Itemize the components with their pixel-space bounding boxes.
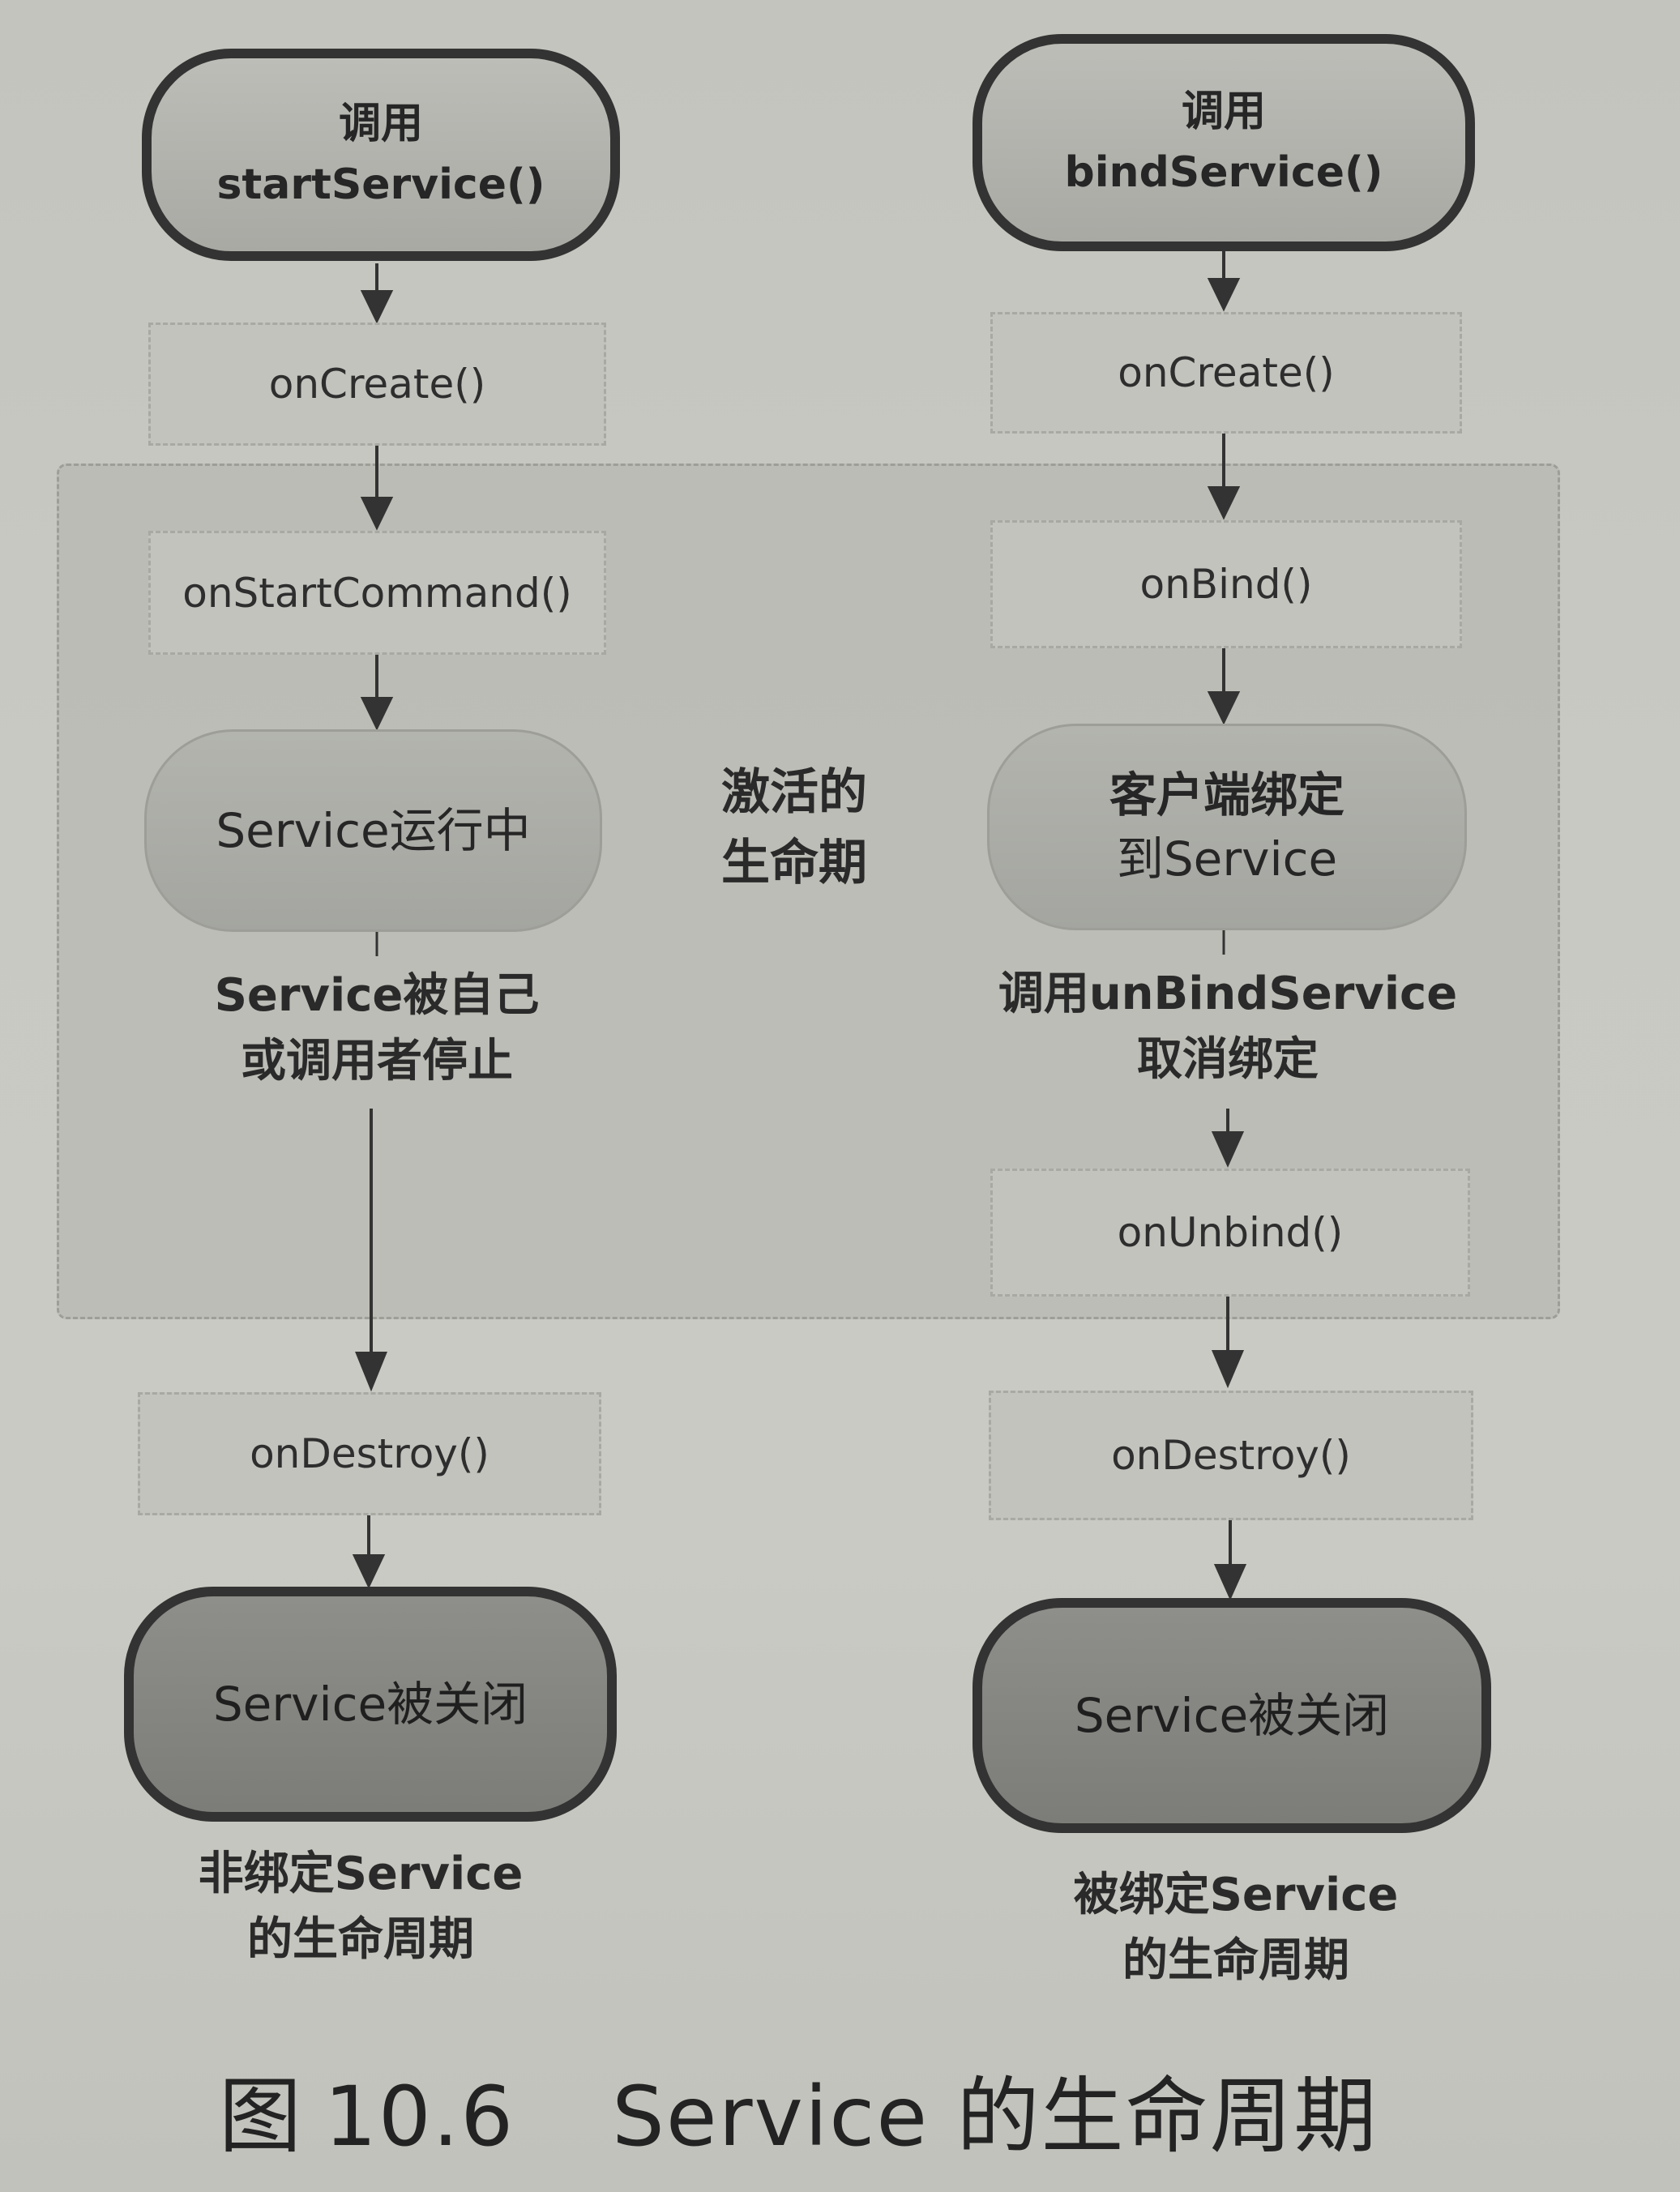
oncreate-left-box: onCreate() [148, 323, 606, 446]
service-running-node: Service运行中 [144, 729, 602, 932]
oncreate-right-box: onCreate() [990, 312, 1462, 434]
call-startservice-node: 调用 startService() [142, 49, 620, 261]
call-startservice-line1: 调用 [338, 99, 423, 148]
onstartcommand-label: onStartCommand() [182, 569, 572, 617]
arrowhead [352, 1554, 386, 1589]
ondestroy-right-label: onDestroy() [1111, 1432, 1351, 1479]
caption-prefix: 图 [219, 2069, 303, 2165]
service-closed-right-label: Service被关闭 [1074, 1687, 1390, 1743]
onunbind-box: onUnbind() [990, 1169, 1470, 1297]
client-bound-line1: 客户端绑定 [1109, 767, 1344, 823]
stopped-note: Service被自己 或调用者停止 [130, 963, 624, 1094]
service-closed-left-label: Service被关闭 [212, 1676, 528, 1732]
active-lifetime-line2: 生命期 [721, 835, 867, 891]
onunbind-label: onUnbind() [1117, 1209, 1344, 1256]
unbind-note: 调用unBindService 取消绑定 [956, 961, 1499, 1092]
service-closed-right-node: Service被关闭 [973, 1598, 1491, 1833]
unbind-note-line1: 调用unBindService [998, 968, 1458, 1020]
service-running-label: Service运行中 [216, 802, 531, 858]
arrowhead [1207, 691, 1241, 725]
unbind-note-line2: 取消绑定 [1137, 1033, 1319, 1087]
call-bindservice-line1: 调用 [1181, 87, 1266, 136]
arrowhead [1211, 1350, 1245, 1389]
onbind-box: onBind() [990, 520, 1462, 648]
call-bindservice-line2: bindService() [1064, 148, 1383, 197]
arrowhead [1213, 1564, 1247, 1600]
arrowhead [360, 697, 394, 731]
arrowhead [1207, 278, 1241, 312]
caption-title: Service 的生命周期 [612, 2069, 1379, 2165]
unbound-lifecycle-label: 非绑定Service 的生命周期 [122, 1841, 600, 1972]
active-lifetime-line1: 激活的 [721, 764, 867, 821]
arrowhead [1211, 1131, 1245, 1168]
bound-lifecycle-label: 被绑定Service 的生命周期 [985, 1862, 1487, 1993]
client-bound-node: 客户端绑定 到Service [987, 724, 1467, 930]
call-bindservice-node: 调用 bindService() [973, 34, 1475, 251]
arrowhead [355, 1352, 387, 1392]
stopped-note-line1: Service被自己 [214, 969, 540, 1022]
ondestroy-right-box: onDestroy() [989, 1391, 1473, 1520]
client-bound-line2: 到Service [1116, 831, 1338, 887]
arrowhead [1207, 486, 1241, 520]
bound-lifecycle-line2: 的生命周期 [1122, 1934, 1349, 1988]
unbound-lifecycle-line1: 非绑定Service [198, 1848, 524, 1900]
unbound-lifecycle-line2: 的生命周期 [247, 1913, 474, 1967]
call-startservice-line2: startService() [216, 160, 545, 209]
caption-number: 10.6 [324, 2069, 515, 2165]
oncreate-left-label: onCreate() [268, 361, 486, 408]
arrowhead [360, 290, 394, 324]
arrowhead [360, 497, 394, 531]
ondestroy-left-label: onDestroy() [250, 1430, 489, 1477]
onbind-label: onBind() [1139, 561, 1313, 608]
active-lifetime-label: 激活的 生命期 [681, 758, 908, 899]
stopped-note-line2: 或调用者停止 [241, 1035, 513, 1088]
bound-lifecycle-line1: 被绑定Service [1073, 1869, 1399, 1921]
ondestroy-left-box: onDestroy() [138, 1392, 601, 1515]
oncreate-right-label: onCreate() [1118, 349, 1335, 396]
service-closed-left-node: Service被关闭 [124, 1587, 617, 1822]
onstartcommand-box: onStartCommand() [148, 531, 606, 655]
